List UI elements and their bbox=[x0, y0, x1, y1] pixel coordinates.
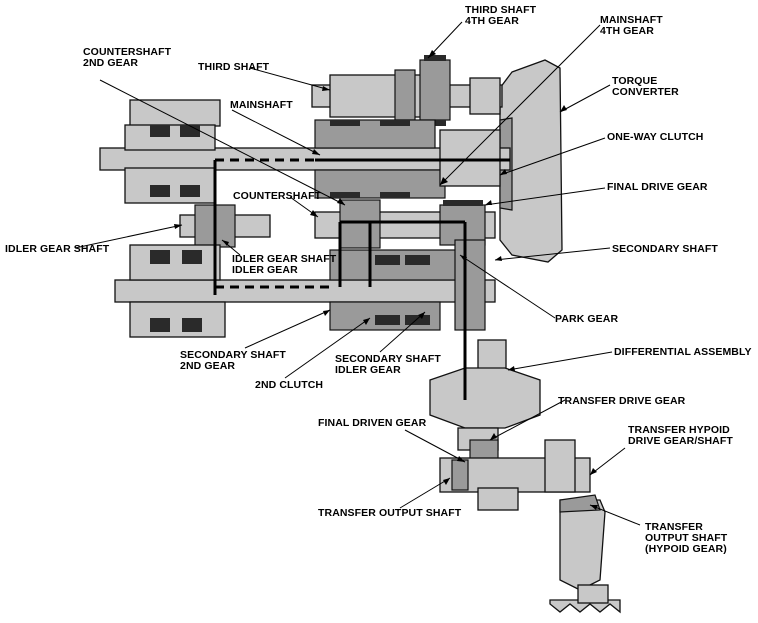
label-countershaft-2nd-gear: COUNTERSHAFT 2ND GEAR bbox=[83, 46, 174, 69]
label-transfer-output-shaft: TRANSFER OUTPUT SHAFT bbox=[318, 507, 462, 519]
leader-lines bbox=[74, 21, 641, 526]
label-mainshaft-4th-gear: MAINSHAFT 4TH GEAR bbox=[600, 14, 666, 37]
transfer-assembly bbox=[439, 439, 621, 614]
label-torque-converter: TORQUE CONVERTER bbox=[612, 75, 679, 98]
label-idler-gear-shaft: IDLER GEAR SHAFT bbox=[5, 243, 110, 255]
label-secondary-shaft: SECONDARY SHAFT bbox=[612, 243, 718, 255]
label-countershaft: COUNTERSHAFT bbox=[233, 190, 322, 202]
label-transfer-output-shaft-hypoid-gear: TRANSFER OUTPUT SHAFT (HYPOID GEAR) bbox=[645, 521, 730, 555]
label-mainshaft: MAINSHAFT bbox=[230, 99, 293, 111]
label-2nd-clutch: 2ND CLUTCH bbox=[255, 379, 323, 391]
label-final-drive-gear: FINAL DRIVE GEAR bbox=[607, 181, 708, 193]
label-third-shaft: THIRD SHAFT bbox=[198, 61, 270, 73]
label-final-driven-gear: FINAL DRIVEN GEAR bbox=[318, 417, 427, 429]
label-differential-assembly: DIFFERENTIAL ASSEMBLY bbox=[614, 346, 752, 358]
secondary-shaft-assembly bbox=[114, 239, 496, 338]
label-transfer-hypoid-drive-gear-shaft: TRANSFER HYPOID DRIVE GEAR/SHAFT bbox=[628, 424, 733, 447]
idler-gear-shaft-assembly bbox=[179, 204, 271, 248]
label-third-shaft-4th-gear: THIRD SHAFT 4TH GEAR bbox=[465, 4, 539, 27]
label-secondary-shaft-idler-gear: SECONDARY SHAFT IDLER GEAR bbox=[335, 353, 444, 376]
label-park-gear: PARK GEAR bbox=[555, 313, 618, 325]
countershaft-assembly bbox=[314, 199, 496, 249]
differential-assembly bbox=[429, 339, 541, 461]
label-transfer-drive-gear: TRANSFER DRIVE GEAR bbox=[558, 395, 686, 407]
label-secondary-shaft-2nd-gear: SECONDARY SHAFT 2ND GEAR bbox=[180, 349, 289, 372]
callout-labels: THIRD SHAFT 4TH GEAR MAINSHAFT 4TH GEAR … bbox=[5, 4, 752, 555]
power-flow-path bbox=[213, 158, 510, 400]
third-shaft-assembly bbox=[311, 55, 503, 126]
label-idler-gear-shaft-idler-gear: IDLER GEAR SHAFT IDLER GEAR bbox=[232, 253, 339, 276]
label-one-way-clutch: ONE-WAY CLUTCH bbox=[607, 131, 704, 143]
